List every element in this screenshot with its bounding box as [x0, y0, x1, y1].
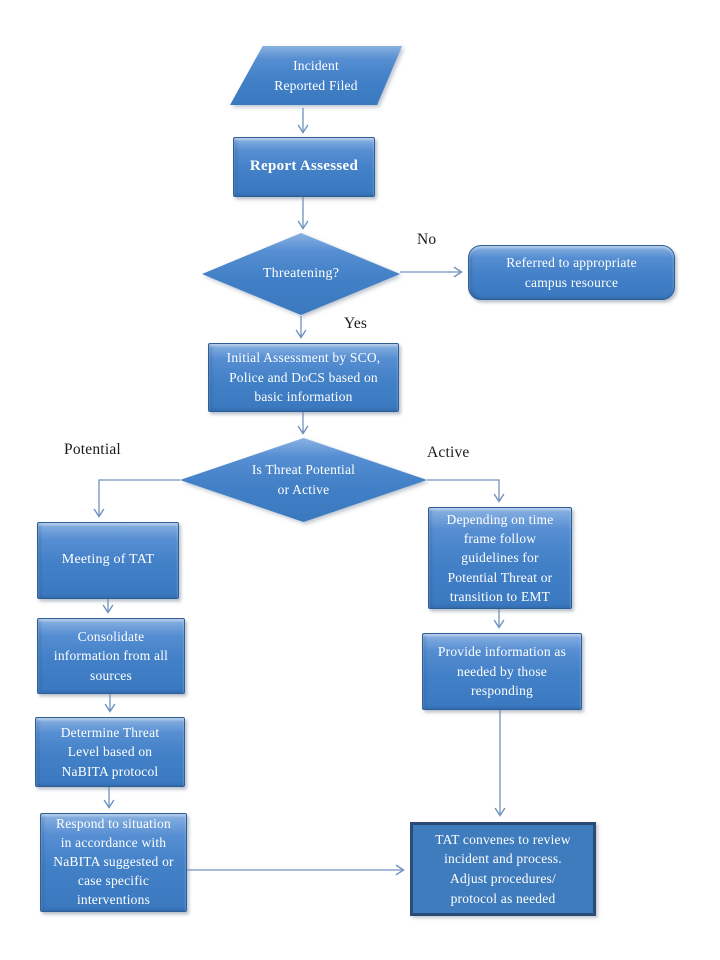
node-meeting-of-tat: Meeting of TAT [37, 522, 179, 599]
edge-threattype-potential [93, 479, 180, 518]
edge-label-yes: Yes [344, 315, 368, 332]
node-depending-time-frame-label: Depending on time frame follow guideline… [446, 512, 554, 604]
node-threat-type-label: Is Threat Potential or Active [251, 462, 356, 497]
node-report-assessed-label: Report Assessed [249, 158, 359, 175]
node-tat-convenes: TAT convenes to review incident and proc… [410, 822, 596, 916]
node-consolidate-information-label: Consolidate information from all sources [53, 628, 169, 683]
node-threat-type: Is Threat Potential or Active [180, 438, 427, 522]
node-meeting-of-tat-label: Meeting of TAT [61, 552, 155, 568]
node-determine-threat-level: Determine Threat Level based on NaBITA p… [35, 717, 185, 787]
node-consolidate-information: Consolidate information from all sources [37, 618, 185, 694]
node-incident-reported: Incident Reported Filed [230, 46, 402, 105]
node-initial-assessment: Initial Assessment by SCO, Police and Do… [208, 343, 399, 412]
node-determine-threat-level-label: Determine Threat Level based on NaBITA p… [60, 724, 160, 779]
edge-threattype-active [427, 479, 505, 503]
node-initial-assessment-label: Initial Assessment by SCO, Police and Do… [226, 350, 381, 405]
node-provide-information-label: Provide information as needed by those r… [437, 644, 567, 699]
edge-label-active: Active [427, 444, 470, 461]
node-depending-time-frame: Depending on time frame follow guideline… [428, 507, 572, 609]
node-respond-to-situation-label: Respond to situation in accordance with … [53, 816, 174, 907]
edge-label-potential: Potential [64, 441, 121, 458]
node-referred-campus-resource: Referred to appropriate campus resource [468, 245, 675, 300]
node-referred-campus-resource-label: Referred to appropriate campus resource [506, 254, 637, 290]
node-provide-information: Provide information as needed by those r… [422, 633, 582, 710]
node-respond-to-situation: Respond to situation in accordance with … [40, 813, 187, 912]
edge-label-no: No [417, 231, 437, 248]
node-threatening-label: Threatening? [262, 265, 340, 281]
node-report-assessed: Report Assessed [233, 137, 375, 197]
node-tat-convenes-label: TAT convenes to review incident and proc… [435, 831, 571, 906]
node-incident-reported-label: Incident Reported Filed [274, 57, 358, 93]
node-threatening: Threatening? [202, 233, 400, 315]
